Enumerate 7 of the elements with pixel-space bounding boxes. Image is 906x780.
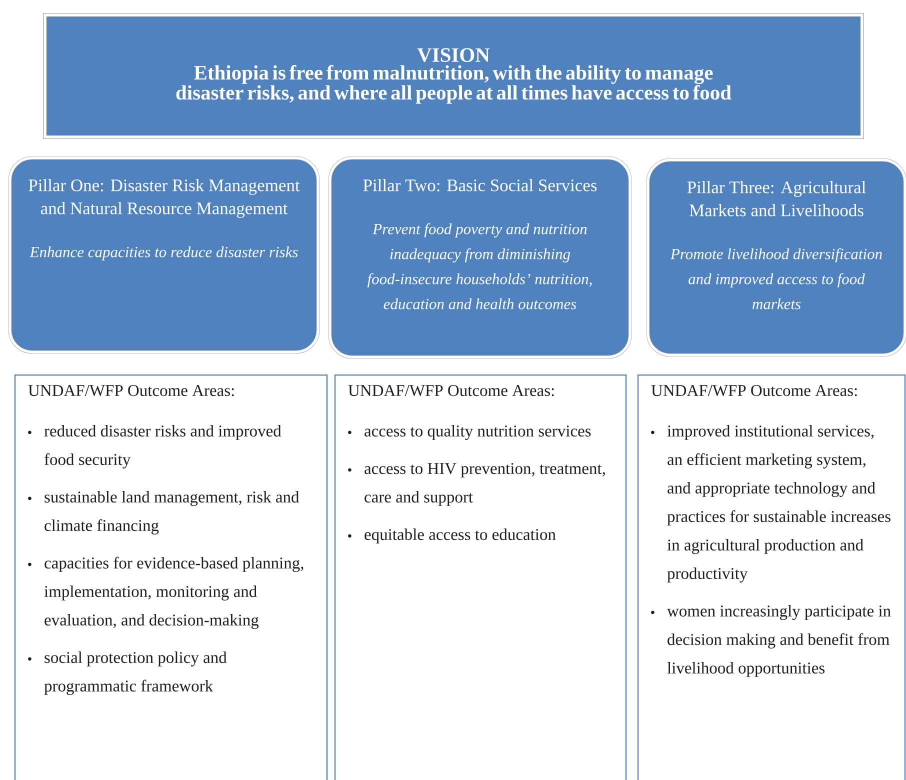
pillar-box: Pillar One: Disaster Risk Management and Natural Resource Management Enhance capacities to reduce disaster risks [8, 156, 320, 354]
outcome-box: UNDAF/WFP Outcome Areas: reduced disaster risks and improved food security sustainable land management, risk and climate financing capacities for evidence-based planning, implementation, monitoring and evaluation, and decision-making social protection policy and programmatic framework [14, 374, 328, 780]
pillar-box: Pillar Three: Agricultural Markets and Livelihoods Promote livelihood diversification and improved access to food markets [646, 158, 906, 357]
outcome-box: UNDAF/WFP Outcome Areas: access to quality nutrition services access to HIV prevention, treatment, care and support equitable access to education [334, 374, 627, 780]
vision-banner: VISION Ethiopia is free from malnutrition, with the ability to manage disaster risks, and where all people at all times have access to food [43, 13, 864, 139]
outcome-box: UNDAF/WFP Outcome Areas: improved institutional services, an efficient marketing system, and appropriate technology and practices for sustainable increases in agricultural production and productivity women increasingly participate in decision making and benefit from livelihood opportunities [637, 374, 906, 780]
pillar-box: Pillar Two: Basic Social Services Prevent food poverty and nutrition inadequacy from diminishing food-insecure households’ nutrition, education and health outcomes [328, 156, 632, 359]
